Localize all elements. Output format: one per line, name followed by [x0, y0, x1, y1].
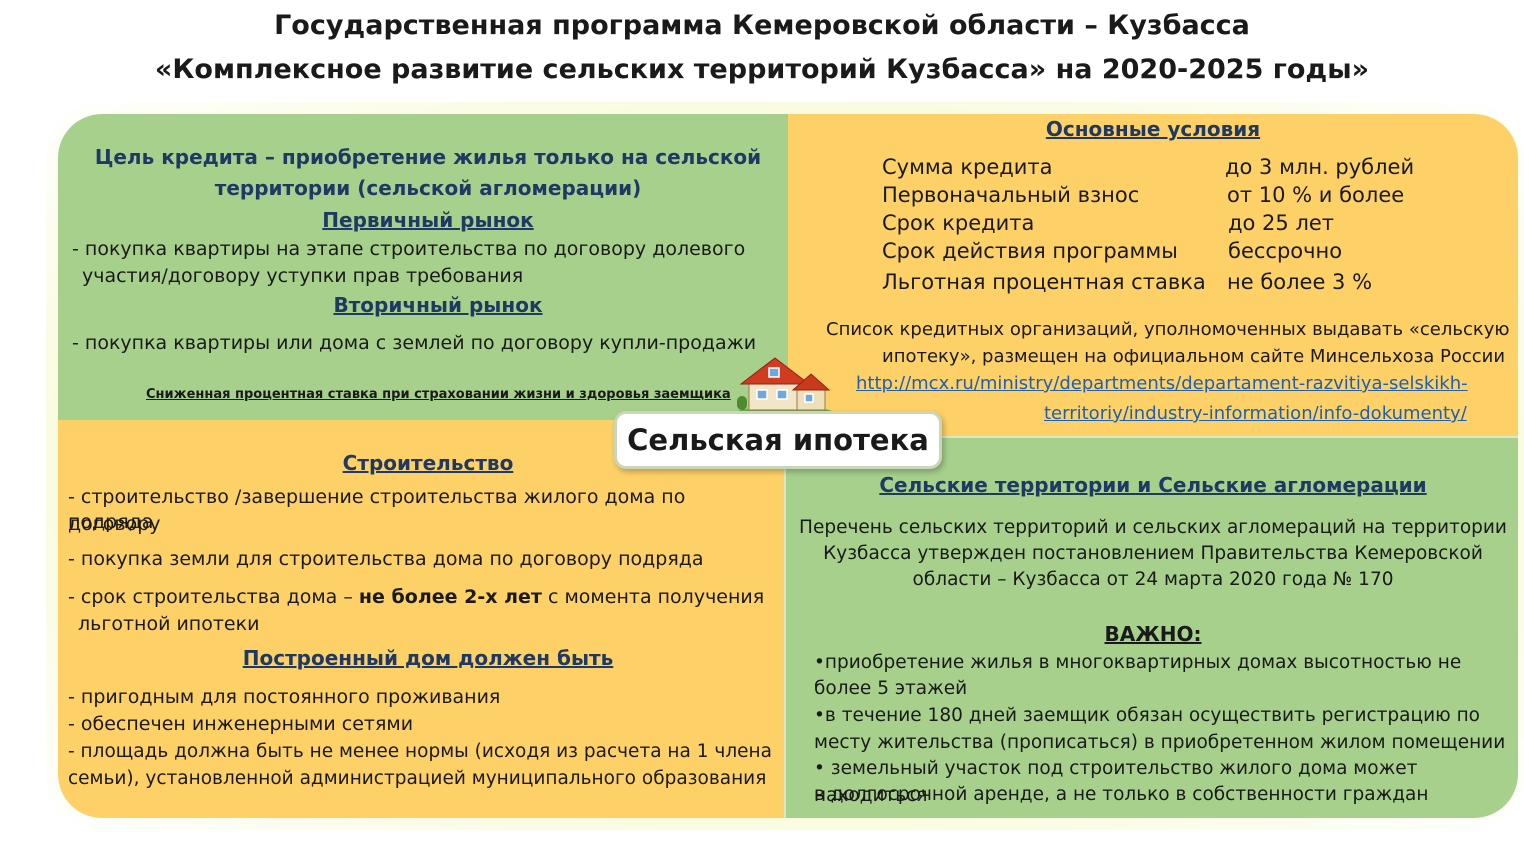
ministry-link-line2[interactable]: territoriy/industry-information/info-dok… — [1044, 403, 1467, 424]
rural-territories-header: Сельские территории и Сельские агломерац… — [879, 473, 1427, 497]
house-icon — [737, 357, 833, 416]
condition-label-2: Первоначальный взнос — [882, 183, 1140, 207]
important-bullet1-line1: •приобретение жилья в многоквартирных до… — [814, 652, 1462, 673]
built-house-header: Построенный дом должен быть — [242, 646, 614, 670]
reduced-rate-note: Сниженная процентная ставка при страхова… — [146, 387, 731, 402]
built-item3-line2: семьи), установленной администрацией мун… — [68, 768, 767, 789]
rural-mortgage-badge: Сельская ипотека — [614, 411, 942, 469]
condition-label-4: Срок действия программы — [882, 239, 1178, 263]
construction-item1-line1: - строительство /завершение строительств… — [68, 486, 686, 535]
important-bullet2-line2: месту жительства (прописаться) в приобре… — [814, 732, 1506, 753]
panel-main-conditions: Основные условия Сумма кредита до 3 млн.… — [788, 114, 1518, 436]
primary-market-line2: участия/договору уступки прав требования — [82, 265, 524, 287]
panel-rural-territories: Сельские территории и Сельские агломерац… — [784, 436, 1518, 818]
important-header: ВАЖНО: — [1104, 622, 1202, 646]
rural-text-line3: области – Кузбасса от 24 марта 2020 года… — [912, 569, 1394, 590]
condition-value-5: не более 3 % — [1227, 270, 1373, 294]
construction-item3-line2: льготной ипотеки — [78, 613, 260, 635]
goal-line2: территории (сельской агломерации) — [214, 176, 642, 200]
secondary-market-line: - покупка квартиры или дома с землей по … — [72, 332, 757, 354]
construction-item2: - покупка земли для строительства дома п… — [68, 548, 704, 570]
goal-line1: Цель кредита – приобретение жилья только… — [94, 145, 762, 169]
important-bullet3-line1: • земельный участок под строительство жи… — [814, 758, 1418, 806]
important-bullet2-line1: •в течение 180 дней заемщик обязан осуще… — [814, 705, 1480, 726]
construction-item3-line1: - срок строительства дома – не более 2-х… — [68, 584, 778, 611]
panel-construction: Строительство - строительство /завершени… — [58, 420, 788, 818]
condition-value-1: до 3 млн. рублей — [1225, 155, 1415, 179]
secondary-market-header: Вторичный рынок — [333, 293, 543, 317]
construction-header: Строительство — [342, 451, 514, 475]
condition-value-3: до 25 лет — [1228, 211, 1335, 235]
condition-value-4: бессрочно — [1228, 239, 1343, 263]
construction-item1-line2: подряда — [68, 511, 154, 533]
credit-orgs-line1: Список кредитных организаций, уполномоче… — [826, 319, 1510, 340]
condition-label-1: Сумма кредита — [882, 155, 1053, 179]
page-title-line2: «Комплексное развитие сельских территори… — [154, 54, 1370, 85]
important-bullet3-line2: в долгосрочной аренде, а не только в соб… — [814, 784, 1429, 805]
construction-item3-bold: не более 2-х лет — [358, 586, 542, 608]
construction-item3-post: с момента получения — [541, 586, 765, 608]
condition-label-5: Льготная процентная ставка — [882, 270, 1206, 294]
construction-item3-pre: - срок строительства дома – — [68, 586, 359, 608]
credit-orgs-line2: ипотеку», размещен на официальном сайте … — [882, 346, 1506, 367]
ministry-link-line1[interactable]: http://mcx.ru/ministry/departments/depar… — [856, 373, 1468, 394]
primary-market-line1: - покупка квартиры на этапе строительств… — [72, 238, 746, 260]
rural-text-line1: Перечень сельских территорий и сельских … — [799, 517, 1507, 538]
built-item3-line1: - площадь должна быть не менее нормы (ис… — [68, 741, 772, 762]
page-title-line1: Государственная программа Кемеровской об… — [274, 10, 1250, 41]
primary-market-header: Первичный рынок — [322, 208, 534, 232]
rural-text-line2: Кузбасса утвержден постановлением Правит… — [823, 543, 1483, 564]
built-item2: - обеспечен инженерными сетями — [68, 713, 414, 735]
built-item1: - пригодным для постоянного проживания — [68, 686, 501, 708]
condition-value-2: от 10 % и более — [1227, 183, 1405, 207]
info-board: Цель кредита – приобретение жилья только… — [58, 114, 1518, 818]
panel-credit-goal: Цель кредита – приобретение жилья только… — [58, 114, 788, 420]
condition-label-3: Срок кредита — [882, 211, 1035, 235]
conditions-header: Основные условия — [1045, 117, 1261, 141]
important-bullet1-line2: более 5 этажей — [814, 678, 968, 699]
